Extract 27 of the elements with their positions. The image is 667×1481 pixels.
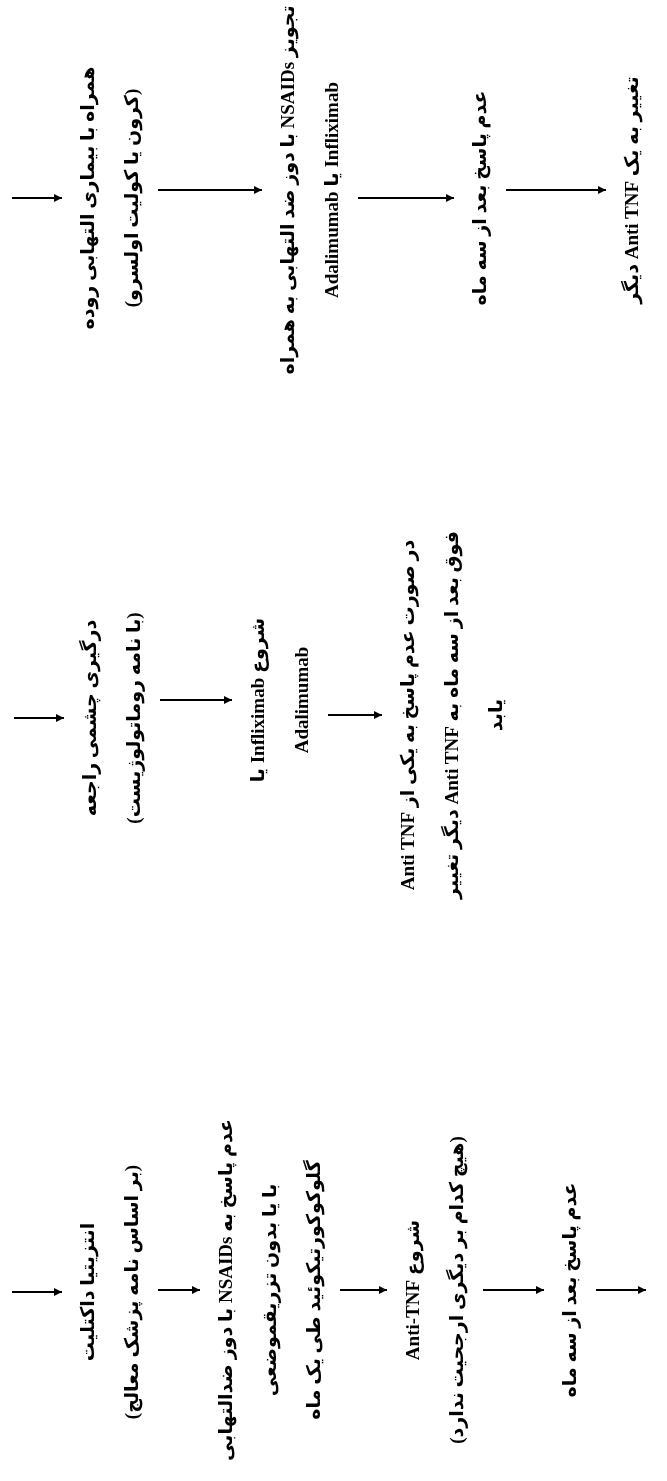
step-text: عدم پاسخ به NSAIDs با دوز ضدالتهابی با یا بدون تزریقموضعی گلوکوکورتیکوئید طی یک ماه <box>204 1115 336 1465</box>
note-text: (بر اساس نامه پزشک معالج) <box>120 1163 144 1422</box>
arrow <box>11 194 63 202</box>
step-text: عدم پاسخ بعد از سه ماه <box>458 68 502 328</box>
note-text: (هیچ کدام بر دیگری ارجحیت ندارد) <box>445 1135 469 1446</box>
arrow <box>357 194 455 202</box>
step-text: درگیری چشمی راجعه <box>78 618 102 819</box>
note-text: (با نامه روماتولوژیست) <box>122 611 146 826</box>
step-text: انتزیتیا داکتلیت <box>76 1221 100 1364</box>
arrow <box>595 1286 647 1294</box>
arrow <box>159 696 233 704</box>
step-text: همراه با بیماری التهابی روده <box>76 65 100 332</box>
step-text: تغییر به یک Anti TNF دیگر <box>610 25 654 355</box>
step-text: شروع Infliximab یا Adalimumab <box>236 565 324 835</box>
step-text: تجویز NSAIDs با دوز ضد التهابی به همراه Infliximab یا Adalimumab <box>266 5 354 375</box>
step-text: در صورت عدم پاسخ به یکی از Anti TNF فوق بعد از سه ماه به Anti TNF دیگر تغییر یابد <box>386 530 518 900</box>
arrow <box>157 186 263 194</box>
step-text: عدم پاسخ بعد از سه ماه <box>548 1160 592 1420</box>
arrow <box>505 186 607 194</box>
arrow <box>13 714 65 722</box>
arrow <box>157 1286 201 1294</box>
arrow <box>482 1286 545 1294</box>
arrow <box>339 1286 388 1294</box>
note-text: (کرون یا کولیت اولسرو) <box>120 87 144 310</box>
arrow <box>327 711 383 719</box>
step-text: شروع Anti-TNF <box>401 1218 425 1363</box>
arrow <box>11 1288 63 1296</box>
